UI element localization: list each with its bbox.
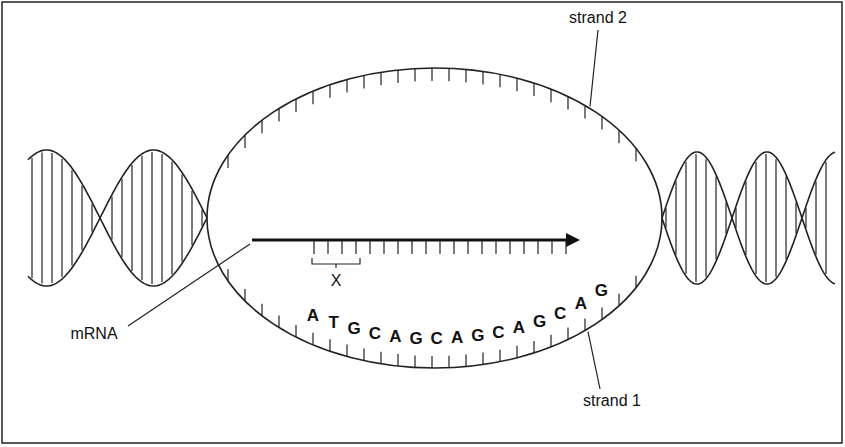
bracket bbox=[312, 258, 360, 268]
base-ticks bbox=[228, 68, 636, 368]
leader-lines bbox=[128, 30, 600, 389]
base-letter: C bbox=[369, 324, 381, 343]
base-letter: A bbox=[451, 329, 463, 348]
base-letter: A bbox=[575, 295, 587, 314]
base-letter: G bbox=[471, 327, 484, 346]
open-dna-strands bbox=[207, 68, 662, 368]
base-letter: A bbox=[389, 327, 401, 346]
part-label: mRNA bbox=[70, 325, 117, 343]
strand-label: strand 2 bbox=[569, 9, 627, 27]
mrna-strand bbox=[252, 233, 580, 254]
base-letter: G bbox=[409, 329, 422, 348]
base-letter: A bbox=[513, 319, 525, 338]
strand-label: strand 1 bbox=[583, 392, 641, 410]
part-label: X bbox=[331, 272, 342, 290]
base-letter: C bbox=[492, 324, 504, 343]
base-letter: G bbox=[348, 320, 361, 339]
right-helix bbox=[662, 152, 835, 284]
left-helix bbox=[28, 150, 207, 286]
base-letter: C bbox=[430, 330, 442, 349]
base-letter: C bbox=[554, 305, 566, 324]
base-letter: G bbox=[533, 313, 546, 332]
base-letter: G bbox=[595, 282, 608, 301]
base-letter: T bbox=[328, 314, 338, 333]
base-letter: A bbox=[307, 306, 319, 325]
